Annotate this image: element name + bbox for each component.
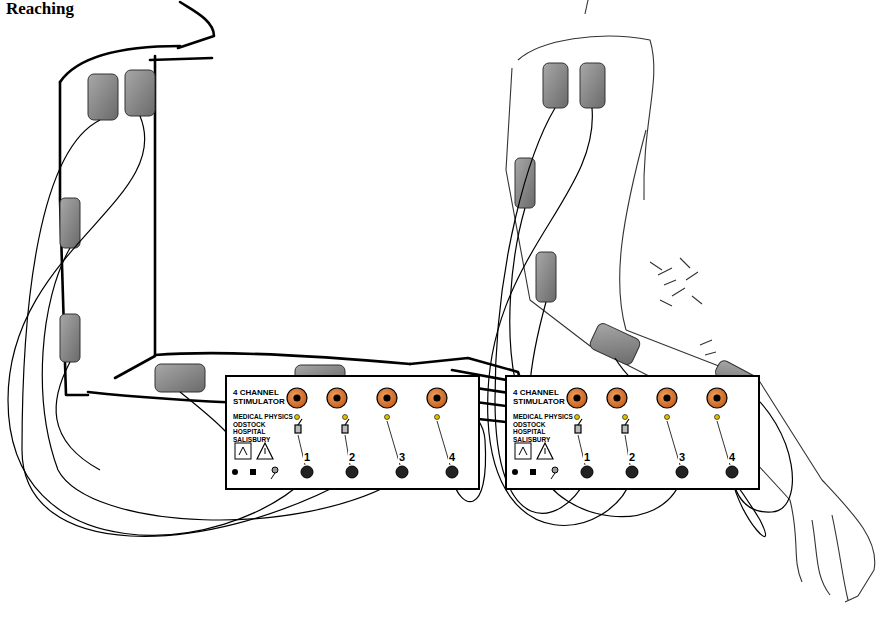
lead-wires (8, 108, 792, 537)
figure-title: Reaching (6, 0, 74, 17)
stimulator-panel: 4 CHANNEL STIMULATOR MEDICAL PHYSICS ODST… (225, 375, 480, 490)
device-name: 4 CHANNEL STIMULATOR (513, 388, 571, 406)
stimulator-controls (225, 375, 760, 490)
stimulator-panel: 4 CHANNEL STIMULATOR MEDICAL PHYSICS ODST… (505, 375, 760, 490)
channel-number: 4 (448, 451, 456, 463)
channel-number: 1 (583, 451, 591, 463)
channel-number: 3 (398, 451, 406, 463)
channel-number: 1 (303, 451, 311, 463)
channel-number: 3 (678, 451, 686, 463)
channel-number: 2 (348, 451, 356, 463)
left-arm-outline (60, 2, 530, 422)
right-arm-outline (506, 0, 875, 602)
device-name: 4 CHANNEL STIMULATOR (233, 388, 291, 406)
electrode-pads (60, 63, 761, 395)
maker-address: MEDICAL PHYSICS ODSTOCK HOSPITAL SALISBU… (233, 413, 293, 443)
channel-number: 2 (628, 451, 636, 463)
maker-address: MEDICAL PHYSICS ODSTOCK HOSPITAL SALISBU… (513, 413, 573, 443)
channel-number: 4 (728, 451, 736, 463)
